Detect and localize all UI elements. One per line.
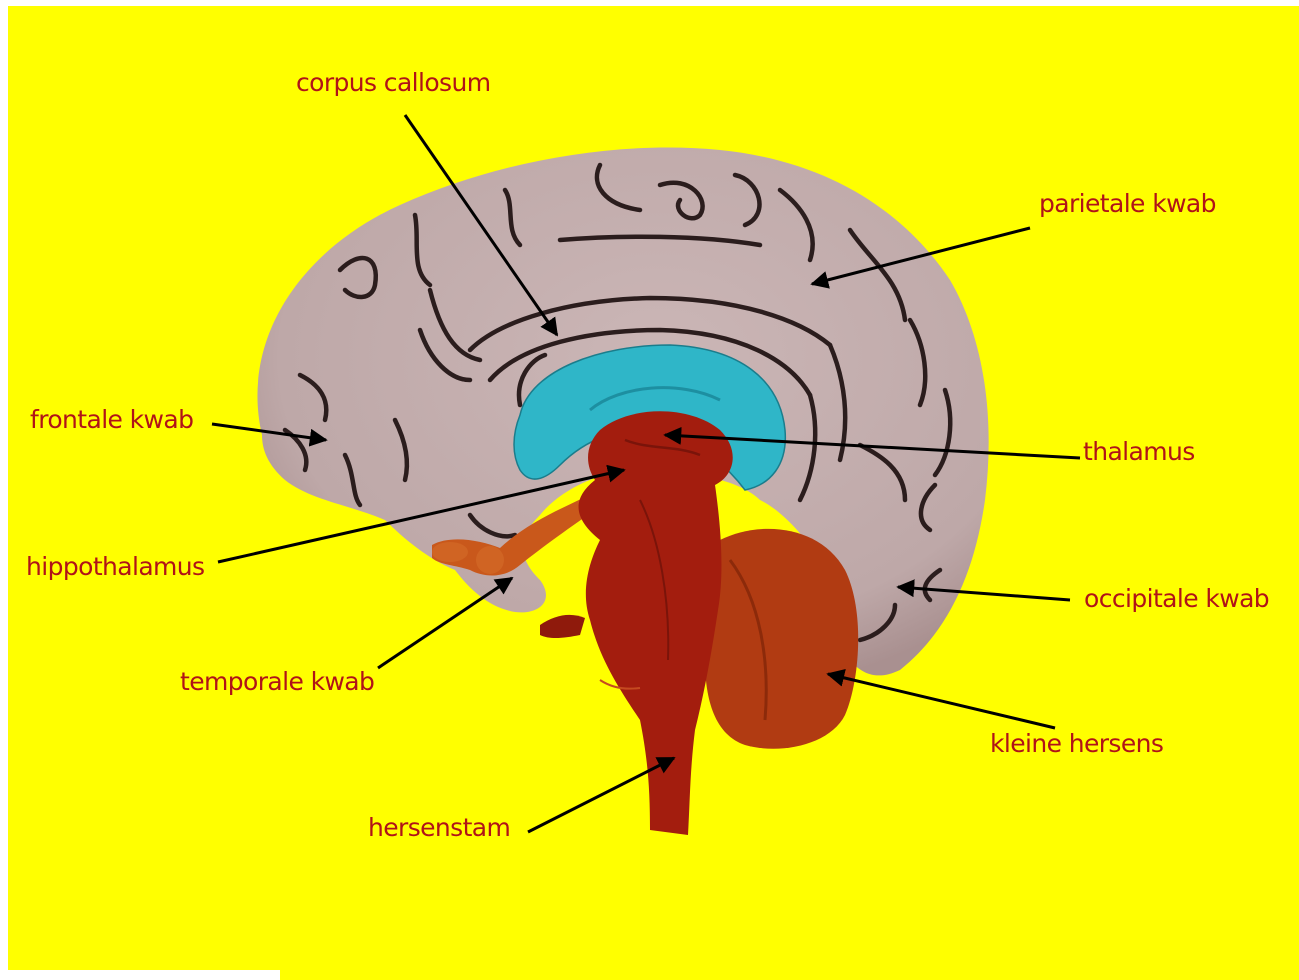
label-occipitale-kwab: occipitale kwab: [1084, 584, 1269, 614]
label-corpus-callosum: corpus callosum: [296, 68, 490, 98]
arrow-kleine-hersens: [828, 674, 1055, 728]
corner-mask: [0, 970, 280, 980]
label-frontale-kwab: frontale kwab: [30, 405, 193, 435]
label-kleine-hersens: kleine hersens: [990, 729, 1163, 759]
label-parietale-kwab: parietale kwab: [1039, 189, 1216, 219]
label-hippothalamus: hippothalamus: [26, 552, 204, 582]
label-hersenstam: hersenstam: [368, 813, 510, 843]
cerebellum: [705, 529, 858, 749]
label-thalamus: thalamus: [1083, 437, 1195, 467]
label-temporale-kwab: temporale kwab: [180, 667, 374, 697]
arrow-temporale-kwab: [378, 578, 512, 668]
